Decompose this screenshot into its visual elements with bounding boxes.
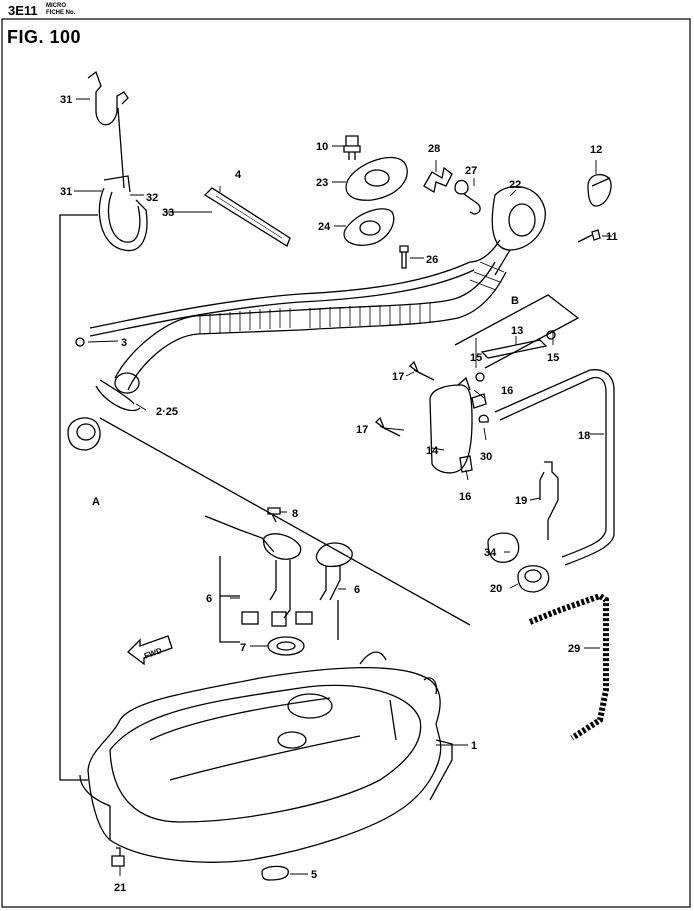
clip-15a [475, 372, 485, 382]
fwd-arrow [127, 635, 173, 666]
hose-clamp-2 [95, 379, 141, 412]
screw-11 [577, 229, 601, 243]
pump-filter-a [241, 611, 259, 625]
callout-31a: 31 [60, 94, 72, 106]
screw-8 [267, 507, 281, 523]
plate-24 [343, 208, 395, 246]
callout-26: 26 [426, 254, 438, 266]
fuel-pump-6 [262, 533, 302, 560]
screw-17a [409, 360, 435, 381]
callout-16a: 16 [501, 385, 513, 397]
figure-title: FIG. 100 [7, 27, 82, 47]
callout-6a: 6 [206, 593, 212, 605]
gasket-7 [267, 636, 305, 656]
sender-gauge-6 [315, 542, 353, 568]
clip-30 [478, 414, 489, 423]
clamp-31-inner [107, 191, 141, 243]
valve-19 [539, 461, 559, 540]
screw-26 [399, 245, 409, 269]
callout-15b: 15 [547, 352, 559, 364]
callout-1: 1 [471, 740, 477, 752]
microfiche-line-2: FICHE No. [46, 10, 76, 16]
callout-27: 27 [465, 165, 477, 177]
bolt-21 [111, 847, 125, 867]
clip-16a [471, 393, 487, 409]
pipe-13 [480, 339, 548, 359]
callout-31b: 31 [60, 186, 72, 198]
fuel-cap-12 [587, 174, 612, 207]
fwd-label: FWD [143, 646, 163, 661]
callout-10: 10 [316, 141, 328, 153]
pump-wire [204, 515, 275, 553]
callout-28: 28 [428, 143, 440, 155]
bracket-6 [219, 556, 339, 643]
callout-a: A [92, 496, 100, 508]
grommet-25 [67, 417, 101, 451]
section-code: 3E11 [8, 3, 38, 18]
callout-5: 5 [311, 869, 317, 881]
callout-14: 14 [426, 445, 439, 457]
callout-20: 20 [490, 583, 502, 595]
clip-16b [459, 455, 473, 473]
drawing-lines [59, 70, 615, 881]
grommet-20 [517, 565, 550, 593]
callout-17a: 17 [392, 371, 404, 383]
callout-b: B [511, 295, 519, 307]
leader-2-25 [99, 417, 471, 626]
callout-4: 4 [235, 169, 242, 181]
pump-filter-b [271, 611, 287, 627]
callout-30: 30 [480, 451, 492, 463]
canister-14 [429, 384, 473, 474]
callout-2-25: 2·25 [156, 406, 178, 418]
callout-33: 33 [162, 207, 174, 219]
callout-32: 32 [146, 192, 158, 204]
fuel-tank-1 [87, 667, 442, 863]
callout-11: 11 [606, 231, 618, 243]
grommet-5 [261, 865, 289, 881]
screw-17b [375, 416, 401, 437]
leader-lines [74, 98, 612, 876]
plug-34 [487, 532, 520, 563]
callout-7: 7 [240, 642, 246, 654]
lock-cylinder-27 [454, 179, 481, 215]
clamp-3 [75, 337, 85, 347]
clip-15b [546, 330, 556, 340]
callout-34: 34 [484, 547, 497, 559]
callout-21: 21 [114, 882, 126, 894]
callout-22: 22 [509, 179, 521, 191]
bolt-10 [343, 135, 361, 160]
callout-19: 19 [515, 495, 527, 507]
callout-16b: 16 [459, 491, 471, 503]
callout-12: 12 [590, 144, 602, 156]
callout-labels: 31 31 32 33 4 10 23 24 26 28 27 22 12 11… [60, 94, 618, 894]
group-b-outline [454, 294, 580, 369]
callout-6b: 6 [354, 584, 360, 596]
breather-pipe-top [89, 261, 471, 329]
microfiche-label: MICRO FICHE No. [46, 3, 75, 17]
float-6 [295, 611, 313, 625]
callout-23: 23 [316, 177, 328, 189]
clamp-31-lower [98, 175, 148, 252]
callout-13: 13 [511, 325, 523, 337]
hose-29 [528, 592, 609, 741]
gasket-23 [345, 156, 408, 201]
callout-3: 3 [121, 337, 127, 349]
bracket-rod [117, 107, 125, 189]
leader-a-bracket [59, 214, 98, 781]
filler-neck-22 [491, 186, 546, 251]
callout-18: 18 [578, 430, 590, 442]
callout-8: 8 [292, 508, 298, 520]
callout-29: 29 [568, 643, 580, 655]
tie-band-4 [203, 187, 291, 247]
microfiche-line-1: MICRO [46, 3, 66, 9]
filler-hose [114, 261, 496, 379]
hose-18 [494, 369, 615, 460]
callout-17b: 17 [356, 424, 368, 436]
bracket-31-upper [87, 70, 129, 126]
page-border [1, 18, 691, 908]
callout-15a: 15 [470, 352, 482, 364]
callout-24: 24 [318, 221, 331, 233]
clip-28 [423, 166, 453, 194]
